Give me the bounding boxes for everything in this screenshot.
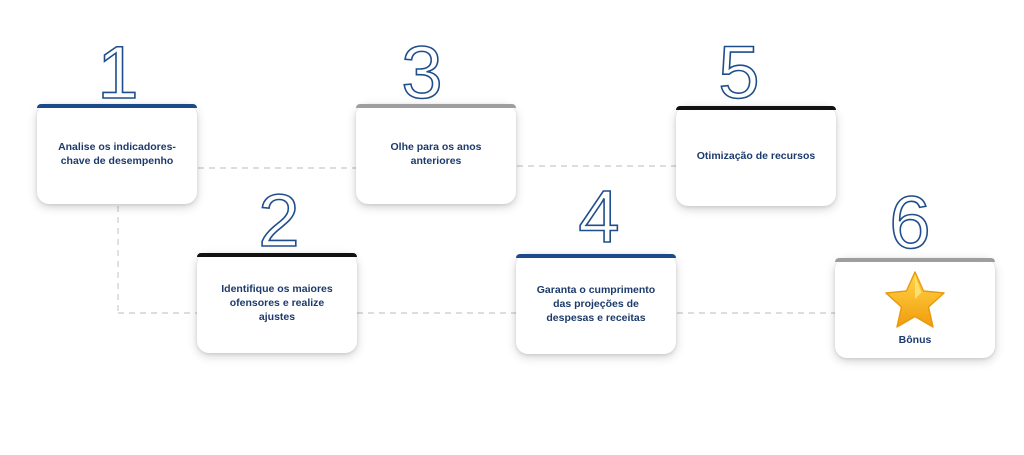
- step-number-2: 2: [258, 179, 301, 262]
- step-card-6: Bônus: [835, 258, 995, 358]
- step-card-3: Olhe para os anos anteriores: [356, 104, 516, 204]
- step-card-1: Analise os indicadores-chave de desempen…: [37, 104, 197, 204]
- star-icon: [885, 271, 945, 328]
- step-label-3: Olhe para os anos anteriores: [390, 140, 482, 167]
- step-card-4: Garanta o cumprimento das projeções de d…: [516, 254, 676, 354]
- step-label-5: Otimização de recursos: [696, 149, 816, 162]
- step-number-5: 5: [718, 31, 761, 114]
- step-label-2: Identifique os maiores ofensores e reali…: [221, 282, 333, 324]
- step-number-1: 1: [97, 31, 140, 114]
- step-number-6: 6: [889, 181, 932, 264]
- step-label-4: Garanta o cumprimento das projeções de d…: [536, 283, 656, 325]
- step-number-3: 3: [401, 31, 444, 114]
- step-card-5: Otimização de recursos: [676, 106, 836, 206]
- step-label-6: Bônus: [898, 333, 932, 346]
- step-card-2: Identifique os maiores ofensores e reali…: [197, 253, 357, 353]
- step-number-4: 4: [578, 175, 621, 258]
- step-label-1: Analise os indicadores-chave de desempen…: [58, 140, 176, 167]
